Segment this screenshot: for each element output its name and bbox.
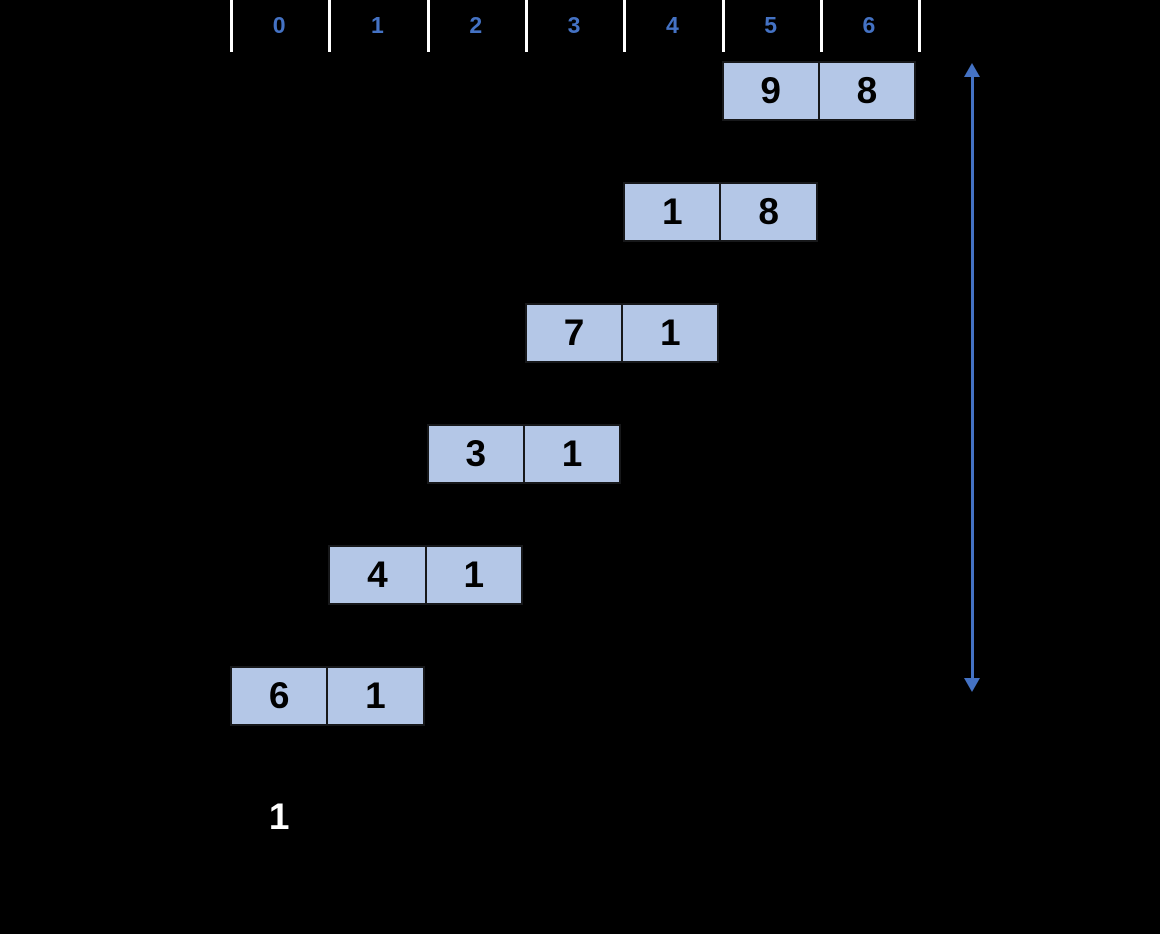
digit-cell: 1: [424, 545, 523, 605]
column-label-2: 2: [469, 12, 483, 38]
digit-cell: 6: [230, 666, 329, 726]
ruler-tick-7: [918, 0, 922, 52]
digit-cell: 1: [326, 666, 425, 726]
ruler-tick-5: [721, 0, 725, 52]
column-index-ruler: 0 1 2 3 4 5 6: [0, 0, 1160, 52]
digit-cell: 8: [817, 61, 917, 121]
column-label-3: 3: [567, 12, 581, 38]
column-label-6: 6: [862, 12, 876, 38]
digit-cell: 1: [522, 424, 622, 484]
column-label-1: 1: [371, 12, 384, 38]
ruler-tick-1: [328, 0, 332, 52]
column-label-4: 4: [665, 12, 679, 38]
column-label-5: 5: [764, 12, 778, 38]
digit-cell: 4: [328, 545, 427, 605]
ruler-tick-0: [230, 0, 233, 52]
arrow-head-down-icon: [964, 678, 980, 692]
ruler-tick-6: [819, 0, 823, 52]
digit-cell: 1: [621, 303, 720, 363]
digit-cell: 3: [426, 424, 525, 484]
arrow-shaft: [971, 69, 974, 686]
digit-cell: 1: [623, 182, 722, 242]
result-digit: 1: [268, 796, 290, 837]
ruler-tick-3: [524, 0, 528, 52]
result-row: 1: [230, 787, 328, 847]
column-label-0: 0: [272, 12, 286, 38]
ruler-tick-2: [426, 0, 430, 52]
ruler-tick-4: [623, 0, 627, 52]
digit-cell: 9: [721, 61, 820, 121]
digit-cell: 7: [524, 303, 624, 363]
digit-cell: 8: [719, 182, 818, 242]
